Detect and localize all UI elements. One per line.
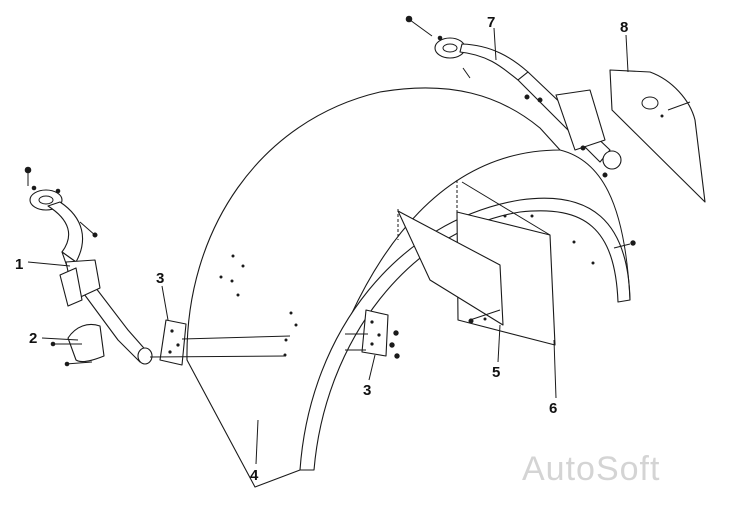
bracket-part-1 — [24, 166, 153, 365]
callout-8: 8 — [620, 19, 628, 36]
callout-7: 7 — [487, 14, 495, 31]
bracket-part-7 — [405, 15, 622, 178]
callout-1: 1 — [15, 256, 23, 273]
gusset-plate-part-3-left — [149, 319, 291, 366]
rim-bolt — [613, 240, 636, 249]
callout-labels: 1 2 3 3 4 5 6 7 8 — [15, 14, 628, 484]
leader-lines — [27, 27, 629, 465]
rear-plate-part-8 — [609, 69, 706, 203]
callout-4: 4 — [250, 467, 259, 484]
gusset-plate-part-3-right — [345, 309, 400, 359]
callout-2: 2 — [29, 330, 37, 347]
fender-part-4 — [186, 87, 631, 488]
strip-part-5 — [397, 209, 504, 326]
callout-6: 6 — [549, 400, 557, 417]
fender-holes — [219, 214, 595, 357]
clamp-part-2 — [50, 323, 105, 367]
callout-3-right: 3 — [363, 382, 371, 399]
callout-5: 5 — [492, 364, 500, 381]
callout-3-left: 3 — [156, 270, 164, 287]
watermark: AutoSoft — [522, 450, 660, 488]
